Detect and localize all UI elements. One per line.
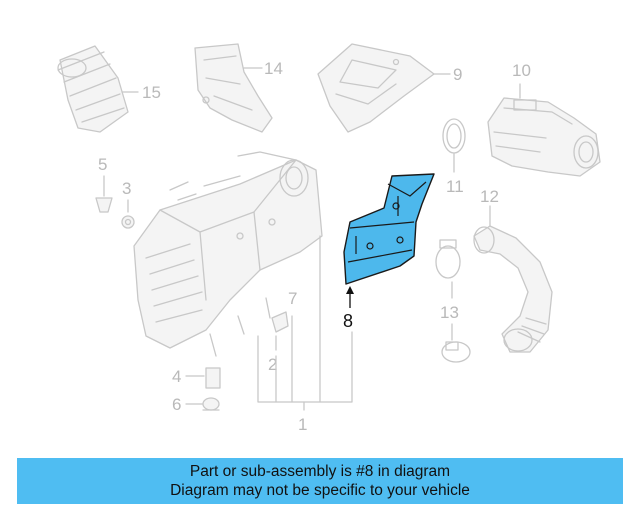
callout-13: 13 (440, 303, 459, 322)
callout-14: 14 (264, 59, 283, 78)
callout-2: 2 (268, 355, 277, 374)
callout-10: 10 (512, 61, 531, 80)
callout-4: 4 (172, 367, 181, 386)
callout-12: 12 (480, 187, 499, 206)
callout-9: 9 (453, 65, 462, 84)
banner-line-disclaimer: Diagram may not be specific to your vehi… (170, 482, 470, 499)
callout-5: 5 (98, 155, 107, 174)
banner-line-part: Part or sub-assembly is #8 in diagram (189, 463, 451, 480)
part-11-seal[interactable] (442, 118, 466, 173)
part-10-maf-sensor[interactable] (487, 83, 601, 177)
parts-diagram: 15 14 9 10 11 12 (57, 43, 601, 434)
part-13-clamps[interactable] (435, 239, 471, 363)
part-1-leader-lines (257, 235, 353, 411)
part-3-grommet[interactable] (121, 199, 135, 229)
part-2-clip[interactable] (271, 311, 289, 351)
part-5-bolt[interactable] (95, 175, 113, 213)
callout-3: 3 (122, 179, 131, 198)
part-15-intake-hose[interactable] (57, 45, 139, 133)
part-8-highlighted-shield[interactable] (343, 173, 435, 285)
part-12-intake-duct[interactable] (473, 205, 553, 353)
callout-8: 8 (343, 311, 353, 331)
callout-7: 7 (288, 289, 297, 308)
callout-15: 15 (142, 83, 161, 102)
part-1-air-cleaner-housing[interactable] (133, 151, 323, 357)
callout-11: 11 (446, 177, 464, 196)
callout-8-arrow (346, 286, 354, 308)
part-4-grommet[interactable] (185, 367, 221, 389)
callout-6: 6 (172, 395, 181, 414)
info-banner: Part or sub-assembly is #8 in diagram Di… (17, 458, 623, 504)
callout-1: 1 (298, 415, 307, 434)
part-9-duct[interactable] (317, 43, 451, 133)
part-6-mount[interactable] (185, 397, 220, 411)
part-14-bracket[interactable] (194, 43, 273, 133)
